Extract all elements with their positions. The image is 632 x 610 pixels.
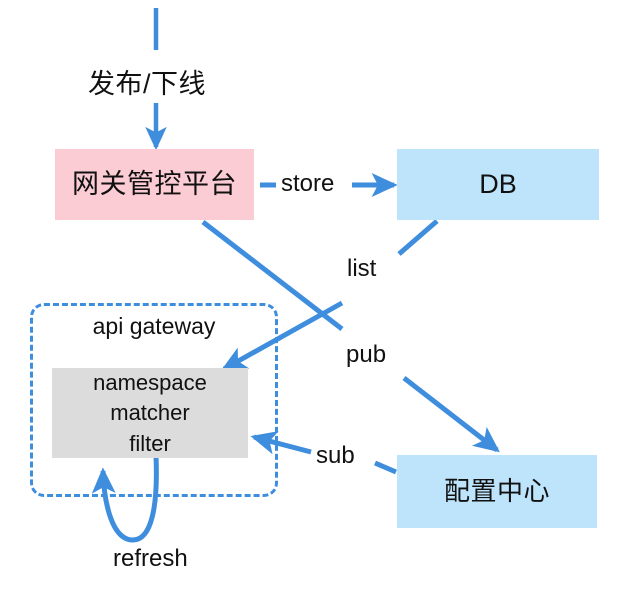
node-config-center[interactable]: 配置中心 [397, 455, 597, 528]
edge-label-refresh: refresh [113, 545, 188, 572]
node-gateway-platform[interactable]: 网关管控平台 [55, 149, 254, 220]
edge-label-list: list [347, 255, 377, 282]
edge-label-publish-offline: 发布/下线 [88, 69, 207, 99]
filter-chain-line-filter: filter [129, 430, 171, 456]
edge-label-pub: pub [346, 341, 387, 368]
group-title-api-gateway: api gateway [92, 313, 216, 339]
node-filter-chain[interactable]: namespace matcher filter [52, 368, 248, 458]
edge-list-stem [397, 219, 439, 256]
filter-chain-line-namespace: namespace [93, 370, 207, 396]
group-api-gateway[interactable] [30, 303, 278, 497]
filter-chain-line-matcher: matcher [110, 400, 190, 426]
edge-pub-arrow [402, 376, 500, 453]
edge-label-store: store [281, 170, 335, 197]
edge-label-sub: sub [316, 442, 355, 469]
node-db[interactable]: DB [397, 149, 599, 220]
edge-sub-stub [374, 460, 397, 475]
